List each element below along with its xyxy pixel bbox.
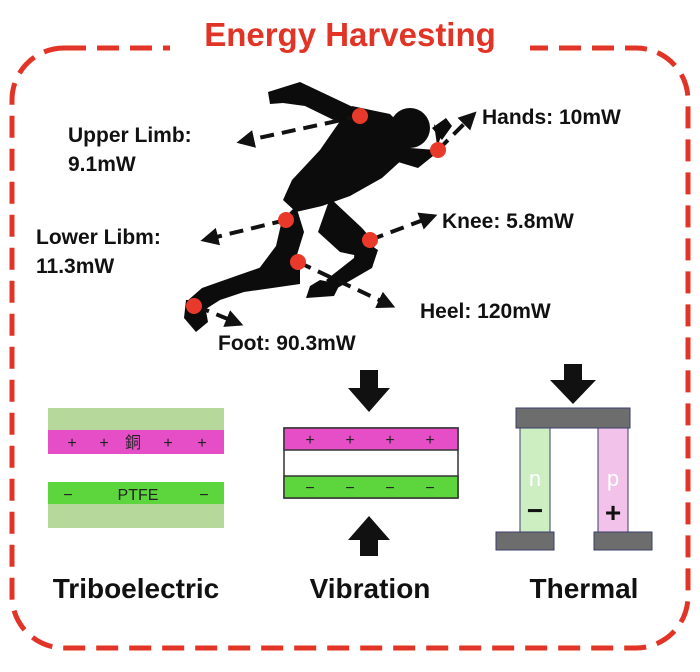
upper-limb-point — [352, 108, 368, 124]
lower-limb-point — [278, 212, 294, 228]
foot-point — [186, 298, 202, 314]
diagram-title: Energy Harvesting — [204, 16, 496, 53]
tribo-ptfe-label: PTFE — [118, 487, 159, 504]
knee-point — [362, 232, 378, 248]
thermal-bottom-right-plate — [593, 531, 653, 551]
tribo-top-sign-2: + — [99, 435, 108, 452]
hands-label: Hands: 10mW — [482, 106, 621, 129]
vibration-caption: Vibration — [310, 573, 431, 604]
vibration-top-sign-1: + — [305, 432, 314, 449]
thermal-n-label: n — [529, 466, 541, 491]
vibration-bottom-sign-2: − — [345, 480, 354, 497]
vibration-negative-layer — [283, 475, 459, 499]
tribo-top-outer-layer — [48, 408, 224, 432]
vibration-positive-layer — [283, 427, 459, 451]
upper-limb-value: 9.1mW — [68, 153, 136, 176]
heel-arrow — [297, 260, 396, 309]
tribo-top-sign-1: + — [67, 435, 76, 452]
thermal-p-label: p — [607, 466, 619, 491]
tribo-bottom-sign-left: − — [63, 487, 72, 504]
tribo-copper-layer — [48, 430, 224, 454]
thermal-panel: n p − + — [495, 364, 653, 551]
up-arrow-icon — [348, 516, 390, 556]
hands-arrow — [436, 111, 477, 152]
lower-limb-arrow — [200, 218, 287, 246]
upper-limb-label: Upper Limb: — [68, 124, 192, 147]
tribo-ptfe-layer — [48, 482, 224, 506]
foot-arrow — [195, 304, 244, 327]
tribo-bottom-sign-right: − — [199, 487, 208, 504]
down-arrow-icon — [348, 370, 390, 412]
heel-point — [290, 254, 306, 270]
knee-arrow — [369, 212, 438, 242]
thermal-n-leg — [519, 427, 551, 533]
vibration-top-sign-2: + — [345, 432, 354, 449]
tribo-top-sign-4: + — [197, 435, 206, 452]
hands-point — [430, 142, 446, 158]
runner-silhouette-icon — [184, 82, 452, 332]
vibration-bottom-sign-4: − — [425, 480, 434, 497]
heel-label: Heel: 120mW — [420, 300, 551, 323]
vibration-top-sign-4: + — [425, 432, 434, 449]
vibration-bottom-sign-1: − — [305, 480, 314, 497]
thermal-caption: Thermal — [530, 573, 639, 604]
foot-label: Foot: 90.3mW — [218, 332, 356, 355]
lower-limb-label: Lower Libm: — [36, 226, 161, 249]
thermal-p-leg — [597, 427, 629, 533]
thermal-top-plate — [515, 407, 631, 429]
knee-label: Knee: 5.8mW — [442, 210, 574, 233]
vibration-bottom-sign-3: − — [385, 480, 394, 497]
vibration-top-sign-3: + — [385, 432, 394, 449]
lower-limb-value: 11.3mW — [36, 255, 114, 278]
tribo-copper-label: 銅 — [125, 434, 141, 452]
triboelectric-panel: + + 銅 + + − PTFE − — [48, 408, 224, 528]
vibration-panel: + + + + − − − − — [283, 370, 459, 556]
heat-down-arrow-icon — [550, 364, 596, 404]
thermal-bottom-left-plate — [495, 531, 555, 551]
tribo-bottom-outer-layer — [48, 504, 224, 528]
thermal-n-sign: − — [527, 495, 543, 526]
thermal-p-sign: + — [605, 497, 621, 528]
triboelectric-caption: Triboelectric — [53, 573, 220, 604]
title-background — [170, 20, 530, 68]
tribo-top-sign-3: + — [163, 435, 172, 452]
